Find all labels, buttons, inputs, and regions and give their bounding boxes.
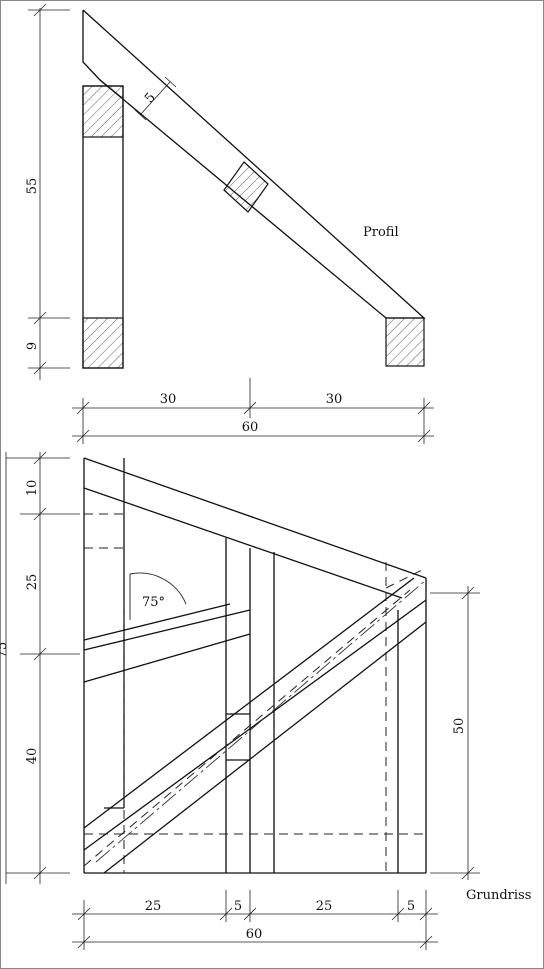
grundriss-top-edge — [83, 457, 427, 579]
profil-dim-thickness: 5 — [142, 90, 159, 106]
profil-title: Profil — [363, 225, 399, 240]
grundriss-diagonal-beam — [83, 577, 415, 829]
grundriss-dim-bottom-c: 25 — [316, 899, 333, 914]
grundriss-title: Grundriss — [466, 888, 531, 903]
profil-rafter — [82, 9, 426, 319]
grundriss-view: 75° 75 10 25 40 — [0, 451, 531, 950]
grundriss-dim-bottom-b: 5 — [234, 899, 242, 914]
grundriss-angle: 75° — [142, 595, 165, 610]
profil-dim-height-lower: 9 — [25, 342, 40, 350]
profil-dim-width-left: 30 — [160, 392, 177, 407]
profil-purlin-section — [223, 161, 269, 213]
profil-dim-height-upper: 55 — [25, 178, 40, 195]
profil-dim-width-right: 30 — [326, 392, 343, 407]
grundriss-dim-left-top: 10 — [25, 480, 40, 497]
profil-post-bottom-section — [82, 317, 124, 369]
grundriss-dim-bottom-a: 25 — [145, 899, 162, 914]
grundriss-dim-bottom-total: 60 — [246, 927, 263, 942]
profil-view: 5 55 9 30 30 60 Profil — [25, 3, 434, 444]
profil-post-top-section — [82, 85, 124, 138]
grundriss-dim-left-mid: 25 — [25, 574, 40, 591]
profil-end-section — [385, 317, 425, 367]
grundriss-dim-left-total: 75 — [0, 642, 10, 659]
grundriss-dim-right-height: 50 — [452, 718, 467, 735]
grundriss-dim-left-bottom: 40 — [25, 748, 40, 765]
profil-dim-width-total: 60 — [242, 420, 259, 435]
grundriss-dim-bottom-d: 5 — [407, 899, 415, 914]
